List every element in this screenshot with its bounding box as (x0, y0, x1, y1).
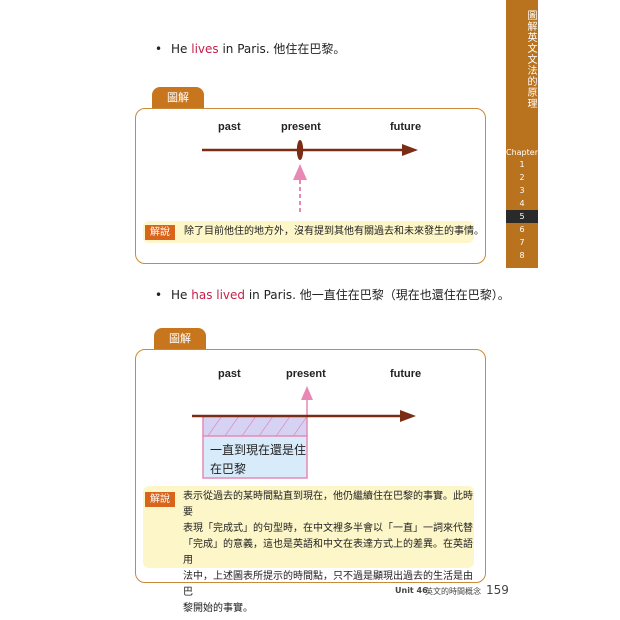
note-box-2 (143, 486, 474, 568)
note-text-1: 除了目前他住的地方外，沒有提到其他有關過去和未來發生的事情。 (184, 226, 484, 237)
chapter-item[interactable]: 1 (519, 160, 525, 169)
diagram-tag-1: 圖解 (152, 87, 204, 109)
label-past: past (218, 121, 241, 133)
sentence-post: in Paris. 他住在巴黎。 (218, 42, 346, 56)
page-number: 159 (486, 583, 509, 597)
duration-caption-box (202, 435, 308, 479)
chapter-side-tab: 圖解英文文法的原理 Chapter 1 2 3 4 5 6 7 8 (506, 0, 538, 268)
pink-arrowhead (301, 386, 313, 400)
note-line: 「完成」的意義，這也是英語和中文在表達方式上的差異。在英語用 (183, 539, 473, 566)
note-line: 黎開始的事實。 (183, 603, 253, 614)
bullet-dot: • (155, 288, 163, 302)
diagram-tag-2: 圖解 (154, 328, 206, 350)
chapter-list: 1 2 3 4 5 6 7 8 (506, 158, 538, 262)
note-box-1 (143, 221, 474, 243)
label-future: future (390, 368, 422, 380)
chapter-item[interactable]: 2 (519, 173, 525, 182)
pink-arrowhead (293, 164, 307, 180)
timeline-arrowhead (402, 144, 418, 156)
duration-caption-line-2: 在巴黎 (210, 462, 247, 476)
timeline-arrowhead (400, 410, 416, 422)
chapter-item[interactable]: 7 (519, 238, 525, 247)
note-line: 表現「完成式」的句型時，在中文裡多半會以「一直」一詞來代替 (183, 523, 473, 534)
chapter-label: Chapter (506, 148, 538, 157)
label-future: future (390, 121, 422, 133)
bullet-dot: • (155, 42, 163, 56)
chapter-item[interactable]: 6 (519, 225, 525, 234)
label-present: present (281, 121, 321, 133)
duration-hatch (203, 416, 307, 436)
example-sentence-2: • He has lived in Paris. 他一直住在巴黎（現在也還住在巴黎… (155, 286, 510, 303)
chapter-item[interactable]: 8 (519, 251, 525, 260)
label-past: past (218, 368, 241, 380)
chapter-item-active[interactable]: 5 (506, 210, 538, 223)
label-present: present (286, 368, 326, 380)
note-tag-2: 解說 (145, 492, 175, 507)
footer-unit: Unit 46 (395, 586, 428, 595)
verb-highlight: lives (191, 42, 219, 56)
sentence-post: in Paris. 他一直住在巴黎（現在也還住在巴黎）。 (245, 288, 510, 302)
note-text-2: 表示從過去的某時間點直到現在，他仍繼續住在巴黎的事實。此時要 表現「完成式」的句… (183, 489, 473, 617)
book-title-vertical: 圖解英文文法的原理 (525, 10, 536, 109)
footer-unit-title: 英文的時間概念 (425, 587, 481, 596)
note-line: 表示從過去的某時間點直到現在，他仍繼續住在巴黎的事實。此時要 (183, 491, 473, 518)
chapter-item[interactable]: 3 (519, 186, 525, 195)
verb-highlight: has lived (191, 288, 246, 302)
chapter-item[interactable]: 4 (519, 199, 525, 208)
sentence-pre: He (171, 288, 192, 302)
note-tag-1: 解說 (145, 225, 175, 240)
present-marker (296, 140, 304, 160)
example-sentence-1: • He lives in Paris. 他住在巴黎。 (155, 40, 345, 57)
sentence-pre: He (171, 42, 192, 56)
duration-caption-line-1: 一直到現在還是住 (210, 443, 307, 457)
note-line: 法中，上述圖表所提示的時間點，只不過是顯現出過去的生活是由巴 (183, 571, 473, 598)
